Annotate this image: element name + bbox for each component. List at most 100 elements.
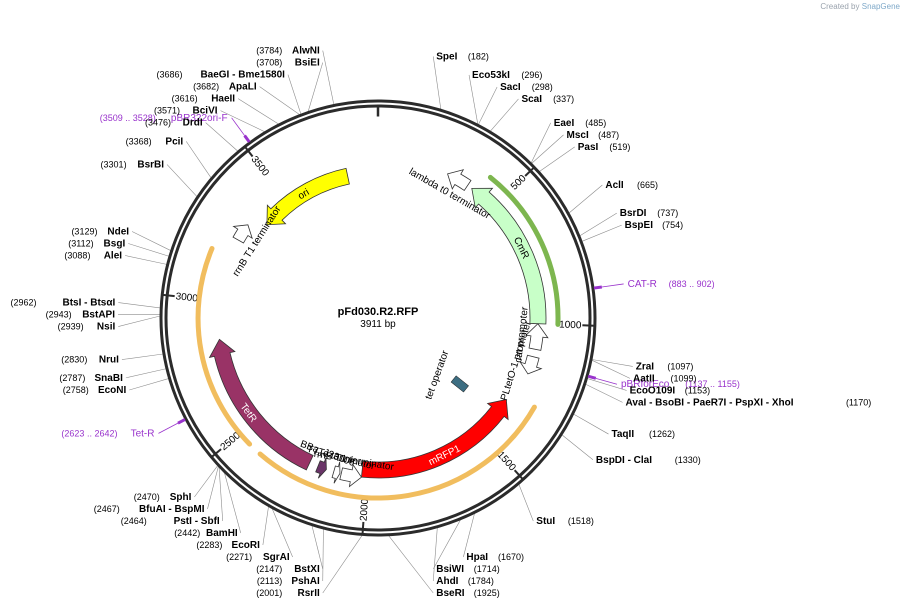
- site-position: (2467): [94, 504, 120, 514]
- site-leader-line: [591, 359, 633, 367]
- site-enzyme: EcoNI: [98, 385, 127, 396]
- feature-label: tet operator: [424, 349, 452, 401]
- site-enzyme: ZraI: [636, 361, 655, 372]
- site-label: SacI(298): [500, 82, 553, 93]
- site-enzyme: BsrBI: [137, 160, 164, 171]
- site-position: (665): [637, 180, 658, 190]
- site-label: EcoNI(2758): [63, 385, 127, 396]
- primer-name: CAT-R: [628, 279, 657, 290]
- site-enzyme: ApaLI: [229, 82, 257, 93]
- site-enzyme: BstXI: [294, 564, 320, 575]
- site-label: BsrDI(737): [620, 208, 679, 219]
- site-enzyme: ScaI: [521, 94, 542, 105]
- primer-cat-r: CAT-R(883 .. 902): [593, 279, 715, 290]
- site-position: (3301): [101, 160, 127, 170]
- site-label: BamHI(2442): [174, 528, 238, 539]
- primer-leader: [231, 117, 245, 136]
- primers: CAT-R(883 .. 902)pBRforEco(1137 .. 1155)…: [61, 113, 739, 440]
- site-label: AatII(1099): [633, 373, 697, 384]
- site-enzyme: EcoO109I: [630, 385, 676, 396]
- primer-tet-r: Tet-R(2623 .. 2642): [61, 418, 186, 439]
- feature-highlight-arc: [487, 174, 561, 327]
- site-leader-line: [124, 255, 167, 265]
- site-position: (3784): [256, 46, 282, 56]
- site-label: AhdI(1784): [436, 576, 494, 587]
- site-enzyme: AlwNI: [292, 46, 320, 57]
- site-leader-line: [322, 535, 363, 594]
- site-position: (3686): [157, 70, 183, 80]
- primer-mark: [177, 418, 186, 425]
- watermark-prefix: Created by: [820, 2, 860, 11]
- site-enzyme: PshAI: [291, 576, 320, 587]
- site-position: (3682): [193, 82, 219, 92]
- site-position: (3476): [145, 118, 171, 128]
- site-enzyme: SnaBI: [95, 373, 124, 384]
- site-leader-line: [388, 535, 434, 594]
- site-enzyme: BfuAI - BspMI: [139, 504, 205, 515]
- site-enzyme: TaqII: [612, 429, 635, 440]
- site-leader-line: [311, 525, 324, 570]
- site-enzyme: MscI: [567, 130, 589, 141]
- site-position: (519): [609, 142, 630, 152]
- site-leader-line: [432, 56, 442, 110]
- site-enzyme: NruI: [99, 355, 119, 366]
- site-enzyme: BsgI: [104, 238, 126, 249]
- site-label: Eco53kI(296): [472, 70, 542, 81]
- site-leader-line: [322, 50, 335, 105]
- tick-mark: [162, 293, 175, 298]
- site-leader-line: [259, 86, 300, 115]
- site-position: (754): [662, 220, 683, 230]
- site-label: BfuAI - BspMI (2467): [94, 504, 205, 515]
- site-position: (298): [532, 82, 553, 92]
- feature-arrow: [525, 323, 549, 351]
- site-position: (2939): [58, 322, 84, 332]
- site-leader-lines: [118, 50, 633, 594]
- site-leader-line: [224, 472, 241, 534]
- site-label: BstXI (2147): [256, 564, 320, 575]
- feature-label: rrnB T1 terminator: [231, 204, 284, 279]
- site-leader-line: [463, 513, 475, 558]
- tick-mark: [211, 448, 222, 458]
- tick-label: 2000: [358, 498, 371, 521]
- site-enzyme: BspEI: [625, 220, 654, 231]
- site-enzyme: AclI: [605, 180, 624, 191]
- site-enzyme: SpeI: [436, 51, 457, 62]
- site-leader-line: [118, 302, 161, 309]
- site-position: (1099): [670, 373, 696, 383]
- site-enzyme: EaeI: [554, 118, 575, 129]
- site-label: SgrAI(2271): [226, 552, 290, 563]
- site-position: (2943): [46, 310, 72, 320]
- site-label: BsiWI(1714): [436, 564, 500, 575]
- feature-arrow: [315, 457, 327, 479]
- primer-mark: [243, 134, 251, 143]
- site-leader-line: [271, 508, 293, 558]
- feature-ori: ori: [266, 167, 350, 226]
- site-enzyme: Eco53kI: [472, 70, 510, 81]
- site-leader-line: [129, 378, 169, 391]
- site-label: BspEI (754): [625, 220, 684, 231]
- site-position: (2283): [196, 540, 222, 550]
- site-label: AleI(3088): [64, 250, 122, 261]
- site-label: SphI(2470): [134, 492, 192, 503]
- site-position: (3112): [68, 238, 93, 248]
- tick-label: 1000: [559, 319, 582, 331]
- site-enzyme: BseRI: [436, 588, 465, 599]
- site-position: (1714): [474, 564, 500, 574]
- site-label: SnaBI(2787): [59, 373, 123, 384]
- site-position: (2147): [256, 564, 282, 574]
- site-position: (1097): [667, 361, 693, 371]
- site-position: (1670): [498, 552, 524, 562]
- site-label: DrdI(3476): [145, 118, 203, 129]
- tick-label: 3500: [248, 154, 271, 179]
- restriction-sites: SpeI(182)Eco53kI(296)SacI(298)ScaI(337)E…: [10, 46, 871, 599]
- primer-mark: [587, 374, 597, 380]
- site-leader-line: [262, 506, 269, 546]
- site-label: SpeI(182): [436, 51, 489, 62]
- site-position: (2464): [121, 516, 147, 526]
- site-enzyme: BaeGI - Bme1580I: [200, 70, 285, 81]
- site-enzyme: SphI: [170, 492, 192, 503]
- site-enzyme: AvaI - BsoBI - PaeR7I - PspXI - XhoI: [626, 397, 794, 408]
- site-enzyme: BamHI: [206, 528, 238, 539]
- site-position: (1330): [675, 455, 701, 465]
